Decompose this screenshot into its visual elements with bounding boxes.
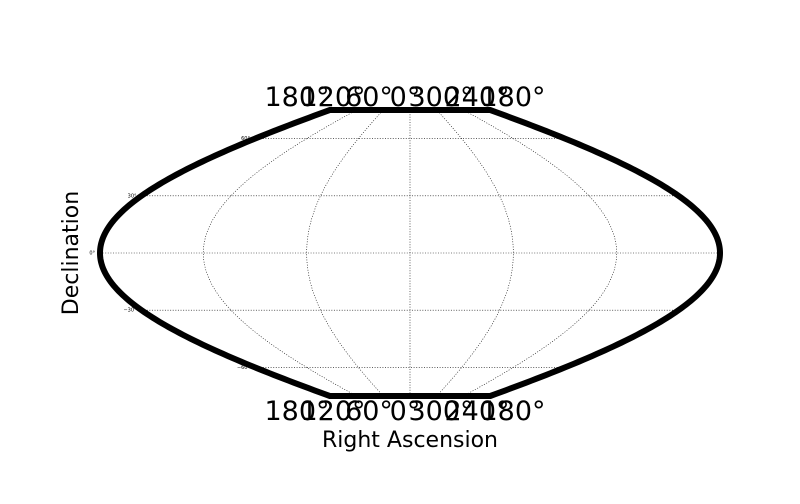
y-tick-label: 60° [241,136,250,142]
y-axis-label: Declination [59,191,84,315]
x-tick-label-bottom: 180° [480,396,545,427]
y-tick-label: 0° [89,251,95,257]
x-tick-label-top: 180° [264,82,329,113]
x-tick-label-bottom: 300° [408,396,473,427]
graticule [99,109,721,397]
projection-boundary [96,107,724,399]
x-tick-label-bottom: 180° [264,396,329,427]
tick-labels: 60°30°0°−30°−60°180°120°60°0°300°240°180… [89,82,545,427]
y-tick-label: 30° [128,193,137,199]
y-tick-label: −30° [123,308,137,314]
x-tick-label-bottom: 60° [345,396,393,427]
x-axis-label: Right Ascension [322,428,498,453]
x-tick-label-bottom: 240° [444,396,509,427]
x-tick-label-bottom: 120° [300,396,365,427]
x-tick-label-bottom: 0° [390,396,421,427]
y-tick-label: −60° [237,365,251,371]
